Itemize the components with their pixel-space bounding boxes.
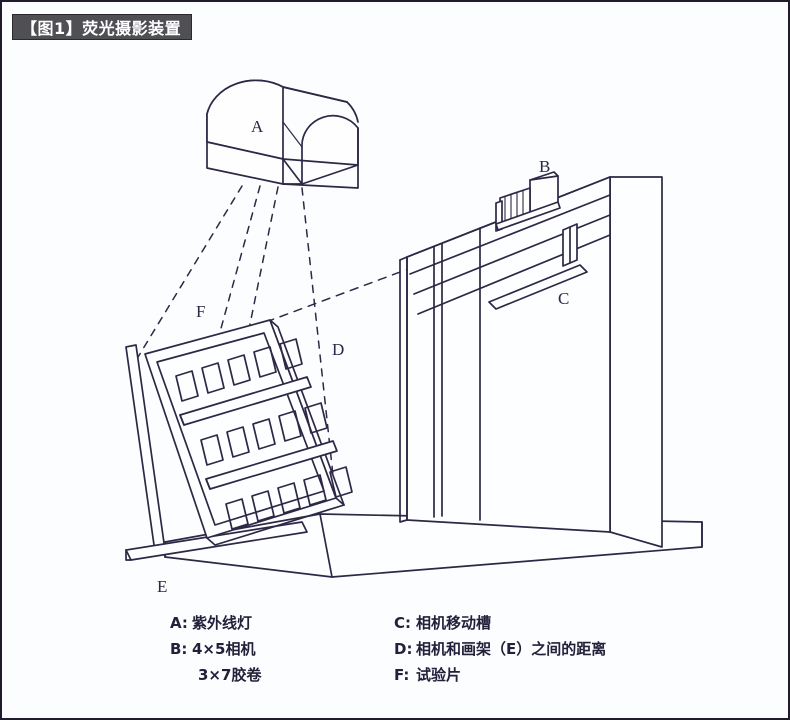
uv-lamp-housing — [206, 79, 359, 189]
legend-item-text: 试验片 — [416, 666, 462, 684]
legend-item: C:相机移动槽 — [394, 610, 606, 636]
callout-label-e: E — [157, 577, 167, 596]
legend-item-key: D: — [394, 640, 413, 658]
legend-item-text: 紫外线灯 — [192, 614, 253, 632]
legend-item: F: 试验片 — [394, 662, 606, 688]
callout-label-c: C — [558, 289, 569, 308]
legend-item: A:紫外线灯 — [170, 610, 261, 636]
specimen-row-3 — [225, 466, 353, 530]
legend-item-key: C: — [394, 614, 412, 632]
specimen-row-1 — [175, 338, 303, 402]
legend-item: 3×7胶卷 — [170, 662, 261, 688]
specimen-row-2 — [200, 402, 328, 466]
easel-assembly — [125, 319, 353, 561]
callout-label-d: D — [332, 340, 344, 359]
legend-item-text: 相机移动槽 — [416, 614, 492, 632]
legend-item: B:4×5相机 — [170, 636, 261, 662]
legend-item: D:相机和画架（E）之间的距离 — [394, 636, 606, 662]
legend-item-key: F: — [394, 666, 410, 684]
callout-label-a: A — [251, 117, 264, 136]
camera-track-frame — [399, 176, 663, 548]
callout-label-f: F — [196, 302, 205, 321]
callout-label-b: B — [539, 157, 550, 176]
legend-item-key: B: — [170, 640, 188, 658]
legend-item-text: 相机和画架（E）之间的距离 — [416, 640, 607, 658]
figure-title-bar: 【图1】荧光摄影装置 — [12, 14, 193, 40]
figure-title-text: 【图1】荧光摄影装置 — [21, 19, 182, 38]
legend-item-key: A: — [170, 614, 188, 632]
legend-item-text: 4×5相机 — [192, 640, 256, 658]
large-format-camera — [495, 171, 561, 232]
legend-item-text: 3×7胶卷 — [198, 666, 262, 684]
